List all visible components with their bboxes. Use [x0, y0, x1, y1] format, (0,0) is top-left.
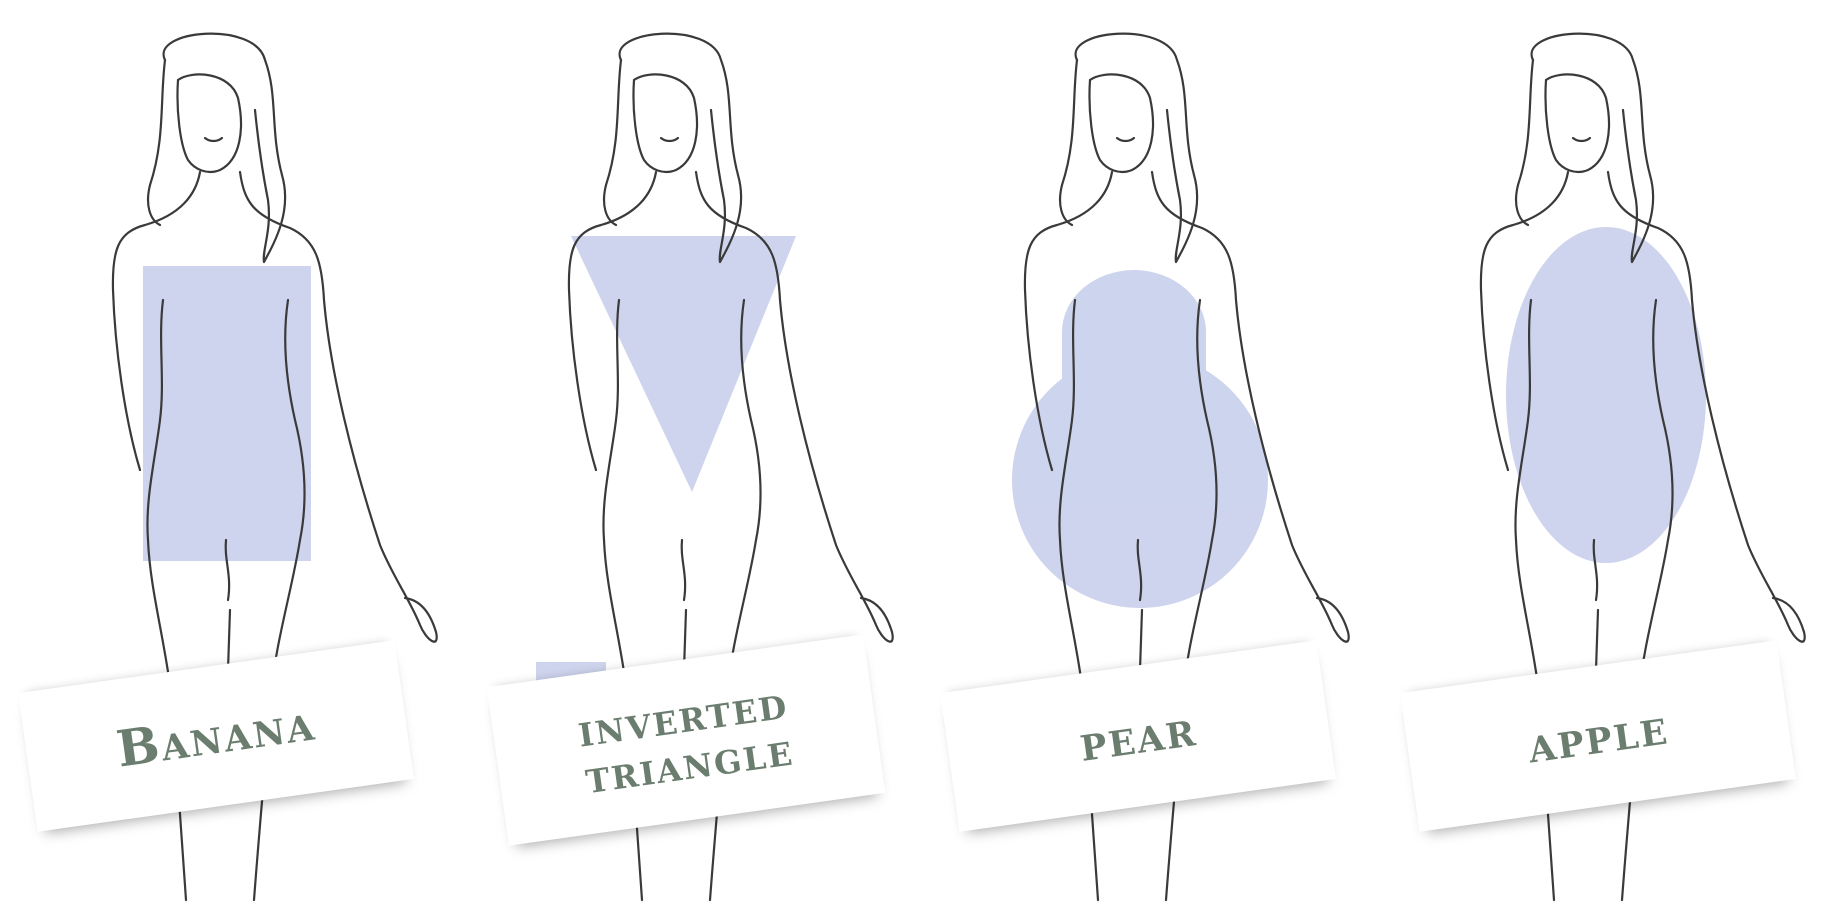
apple-label: apple [1525, 701, 1672, 770]
apple-shape-oval [1506, 227, 1706, 563]
inverted-triangle-shape [571, 236, 796, 492]
body-shape-panel-inverted-triangle: inverted triangle [456, 0, 912, 902]
pear-shape [1012, 270, 1268, 608]
banana-label-line-1: Banana [113, 692, 319, 778]
body-shape-panel-apple: apple [1368, 0, 1824, 902]
body-shape-panel-pear: pear [912, 0, 1368, 902]
inverted-triangle-label: inverted triangle [575, 679, 797, 801]
pear-label-line-1: pear [1076, 698, 1200, 773]
pear-label: pear [1076, 703, 1199, 769]
body-shape-panel-banana: Banana [0, 0, 456, 902]
apple-label-line-1: apple [1524, 696, 1672, 774]
banana-label: Banana [114, 697, 319, 774]
